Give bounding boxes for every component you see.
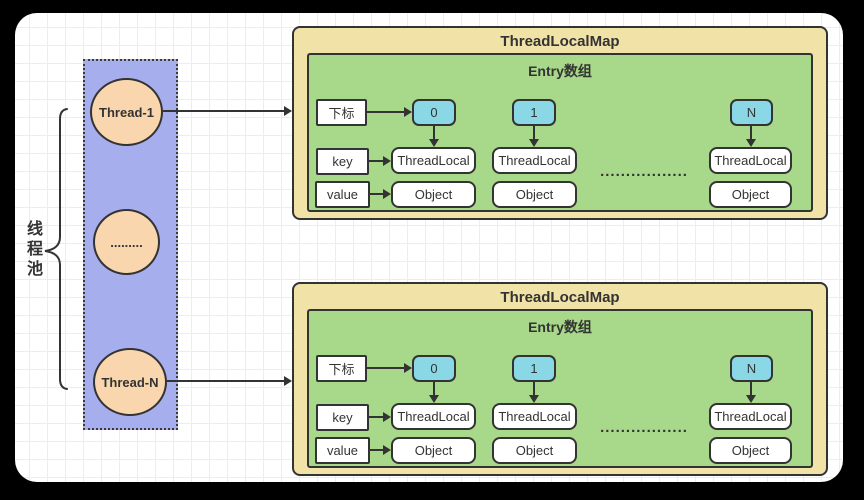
arrow-0-to-threadlocal bbox=[429, 382, 439, 403]
arrow-n-to-threadlocal bbox=[746, 382, 756, 403]
threadlocalmap-title: ThreadLocalMap bbox=[500, 33, 620, 50]
thread-pool-label: 线程池 bbox=[24, 220, 41, 280]
threadlocal-cell-1: ThreadLocal bbox=[492, 147, 577, 174]
arrow-n-to-threadlocal bbox=[746, 126, 756, 147]
arrow-0-to-threadlocal bbox=[429, 126, 439, 147]
arrow-thread1-to-map bbox=[163, 106, 292, 116]
threadlocal-cell-0: ThreadLocal bbox=[391, 147, 476, 174]
key-label-box: key bbox=[316, 148, 369, 175]
entry-array-box: Entry数组 下标 0 1 N key ThreadLocal ThreadL… bbox=[307, 53, 813, 212]
arrow-threadn-to-map bbox=[167, 376, 292, 386]
thread-n-label: Thread-N bbox=[101, 374, 159, 390]
index-label-box: 下标 bbox=[316, 99, 367, 126]
thread-n-node: Thread-N bbox=[93, 348, 167, 416]
value-label-box: value bbox=[315, 437, 370, 464]
arrow-key-to-threadlocal bbox=[369, 156, 391, 166]
threadlocal-cell-n: ThreadLocal bbox=[709, 147, 792, 174]
threadlocalmap-box-1: ThreadLocalMap Entry数组 下标 0 1 N key Thre… bbox=[292, 26, 828, 220]
columns-ellipsis: ................. bbox=[600, 419, 688, 436]
arrow-1-to-threadlocal bbox=[529, 382, 539, 403]
arrow-key-to-threadlocal bbox=[369, 412, 391, 422]
arrow-index-to-0 bbox=[367, 363, 412, 373]
index-cell-1: 1 bbox=[512, 355, 556, 382]
brace-icon bbox=[44, 108, 68, 390]
columns-ellipsis: ................. bbox=[600, 163, 688, 180]
entry-array-title: Entry数组 bbox=[528, 319, 592, 335]
diagram-canvas: 线程池 Thread-1 ......... Thread-N ThreadLo… bbox=[15, 13, 843, 482]
arrow-value-to-object bbox=[370, 189, 391, 199]
entry-array-box: Entry数组 下标 0 1 N key ThreadLocal ThreadL… bbox=[307, 309, 813, 468]
object-cell-1: Object bbox=[492, 181, 577, 208]
arrow-1-to-threadlocal bbox=[529, 126, 539, 147]
index-cell-n: N bbox=[730, 355, 773, 382]
threadlocalmap-title: ThreadLocalMap bbox=[500, 289, 620, 306]
key-label-box: key bbox=[316, 404, 369, 431]
thread-ellipsis-node: ......... bbox=[93, 209, 160, 275]
arrow-index-to-0 bbox=[367, 107, 412, 117]
object-cell-0: Object bbox=[391, 181, 476, 208]
index-label-box: 下标 bbox=[316, 355, 367, 382]
threadlocalmap-box-2: ThreadLocalMap Entry数组 下标 0 1 N key Thre… bbox=[292, 282, 828, 476]
index-cell-1: 1 bbox=[512, 99, 556, 126]
arrow-value-to-object bbox=[370, 445, 391, 455]
thread-1-node: Thread-1 bbox=[90, 78, 163, 146]
thread-ellipsis-label: ......... bbox=[110, 234, 143, 250]
object-cell-n: Object bbox=[709, 437, 792, 464]
threadlocal-cell-1: ThreadLocal bbox=[492, 403, 577, 430]
threadlocal-cell-n: ThreadLocal bbox=[709, 403, 792, 430]
object-cell-1: Object bbox=[492, 437, 577, 464]
index-cell-n: N bbox=[730, 99, 773, 126]
index-cell-0: 0 bbox=[412, 355, 456, 382]
entry-array-title: Entry数组 bbox=[528, 63, 592, 79]
object-cell-0: Object bbox=[391, 437, 476, 464]
thread-1-label: Thread-1 bbox=[99, 104, 154, 120]
index-cell-0: 0 bbox=[412, 99, 456, 126]
threadlocal-cell-0: ThreadLocal bbox=[391, 403, 476, 430]
value-label-box: value bbox=[315, 181, 370, 208]
object-cell-n: Object bbox=[709, 181, 792, 208]
